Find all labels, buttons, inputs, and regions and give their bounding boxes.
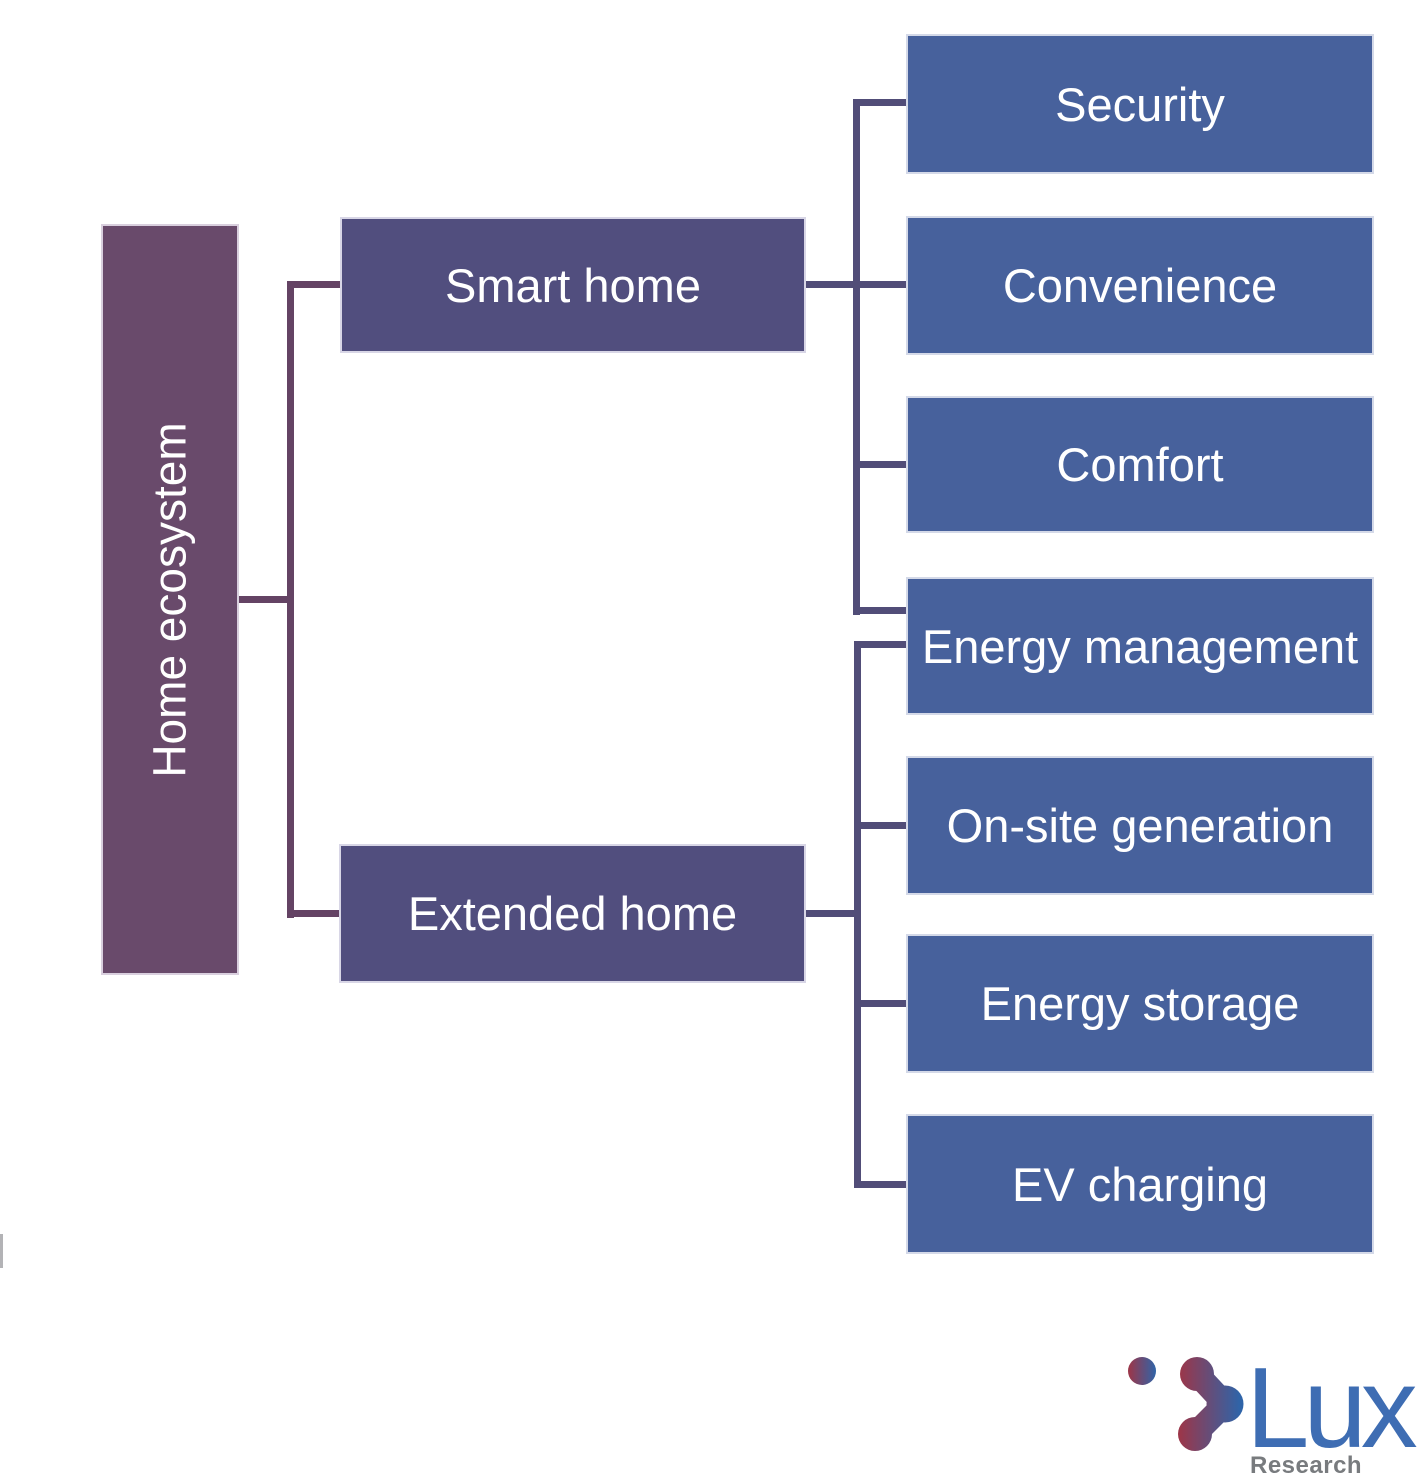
- node-convenience-label: Convenience: [1002, 259, 1278, 312]
- node-smart-home-label: Smart home: [445, 258, 701, 312]
- node-ev-charging: EV charging: [906, 1114, 1374, 1254]
- connector-smart-home-to-energy-management: [859, 607, 906, 614]
- connector-extended-home-to-ev-charging: [860, 1181, 906, 1188]
- screen-edge-artifact: [0, 1234, 3, 1268]
- node-smart-home: Smart home: [340, 217, 806, 353]
- connector-root-trunk: [287, 281, 294, 918]
- node-extended-home-label: Extended home: [407, 887, 738, 940]
- lux-molecule-icon: [1128, 1357, 1244, 1451]
- node-ev-charging-label: EV charging: [1011, 1157, 1269, 1211]
- connector-extended-home-to-onsite-generation: [860, 822, 906, 829]
- connector-extended-home-to-energy-storage: [860, 1000, 906, 1007]
- lux-research-text: Research: [1250, 1452, 1363, 1476]
- connector-root-to-extended-home: [293, 910, 340, 917]
- node-energy-management: Energy management: [906, 577, 1374, 715]
- node-security: Security: [906, 34, 1374, 174]
- node-security-label: Security: [1055, 77, 1225, 131]
- connector-smart-home-trunk: [853, 99, 860, 615]
- connector-root-stub: [239, 596, 288, 603]
- connector-extended-home-stub: [806, 910, 855, 917]
- lux-brand-text: Lux: [1246, 1345, 1418, 1472]
- node-comfort-label: Comfort: [1056, 438, 1224, 491]
- node-energy-storage: Energy storage: [906, 934, 1374, 1073]
- connector-smart-home-to-convenience: [806, 281, 906, 288]
- connector-root-to-smart-home: [293, 281, 340, 288]
- node-onsite-generation: On-site generation: [906, 756, 1374, 895]
- connector-smart-home-to-security: [859, 99, 906, 106]
- node-comfort: Comfort: [906, 396, 1374, 533]
- connector-extended-home-trunk: [854, 641, 861, 1188]
- node-energy-management-label: Energy management: [921, 619, 1359, 673]
- node-energy-storage-label: Energy storage: [980, 977, 1300, 1030]
- node-home-ecosystem-label: Home ecosystem: [144, 421, 196, 778]
- connector-smart-home-to-comfort: [859, 461, 906, 468]
- connector-extended-home-to-energy-management: [860, 641, 906, 648]
- node-extended-home: Extended home: [339, 844, 806, 983]
- node-onsite-generation-label: On-site generation: [946, 799, 1334, 852]
- node-convenience: Convenience: [906, 216, 1374, 355]
- lux-research-logo: Lux Research: [1126, 1346, 1426, 1476]
- node-home-ecosystem: Home ecosystem: [101, 224, 239, 975]
